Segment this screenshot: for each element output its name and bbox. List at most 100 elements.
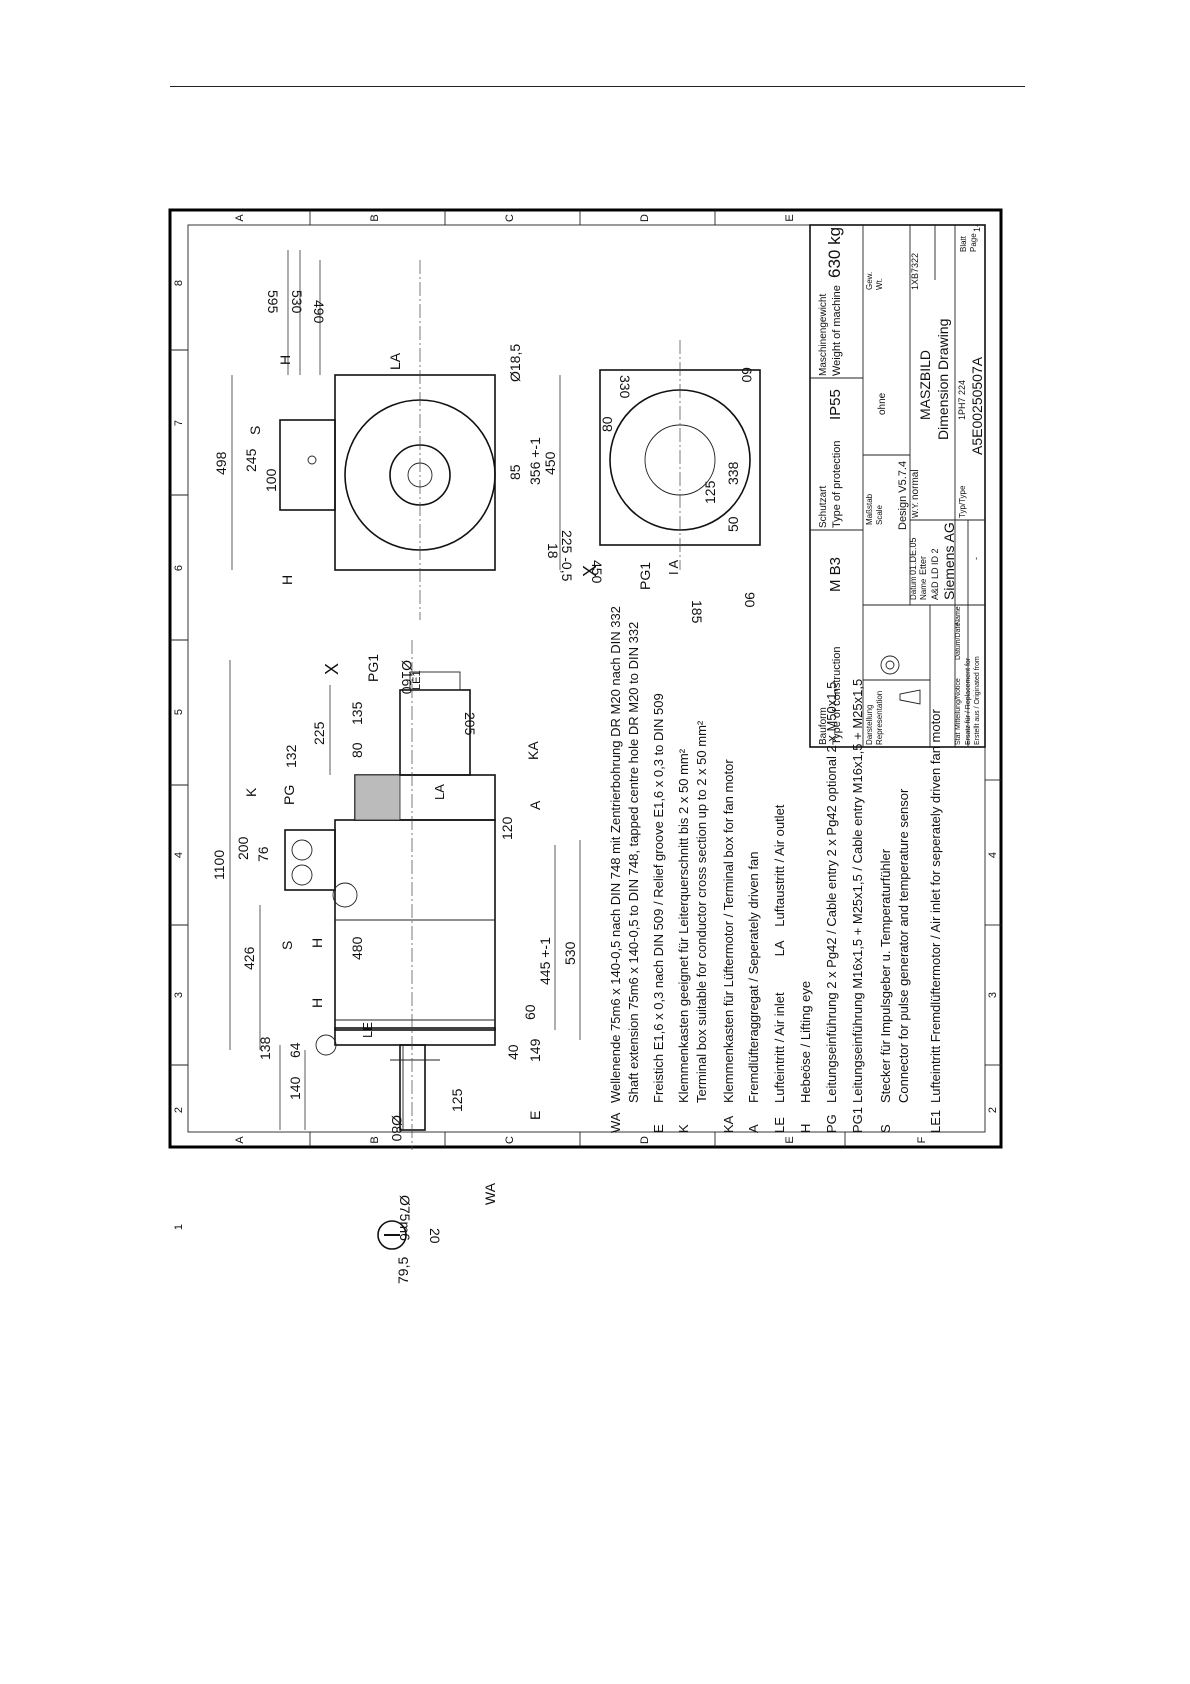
dim-60: 60 (522, 1004, 538, 1020)
dim-20: 20 (427, 1228, 443, 1244)
zone-right-3: 3 (987, 992, 999, 998)
label-wa: WA (482, 1182, 498, 1205)
lifting-eye-2 (332, 882, 358, 908)
header-rule (170, 86, 1025, 87)
tb-schutz-de: Schutzart (818, 486, 829, 528)
dim-595: 595 (265, 290, 281, 314)
dim-338: 338 (725, 461, 741, 485)
dim-445: 445 +-1 (537, 937, 553, 985)
label-ia: I A (666, 559, 681, 575)
dim-450b: 450 (589, 560, 605, 584)
dim-225-front: 225 -0,5 (559, 530, 575, 582)
legend-key-wa: WA (608, 1112, 623, 1133)
tb-rev-name: Name (955, 606, 962, 625)
front-view: 498 245 100 595 530 490 Ø18,5 85 356 +-1… (213, 250, 605, 620)
tb-schutz-val: IP55 (827, 389, 844, 420)
dim-76: 76 (255, 846, 271, 862)
sheet-inner-frame (187, 224, 986, 1133)
dim-149: 149 (527, 1038, 543, 1062)
dim-132: 132 (283, 744, 299, 768)
zone-left-8: 8 (173, 280, 185, 286)
shaft (399, 1044, 426, 1131)
legend-text-s-2: Connector for pulse generator and temper… (896, 788, 911, 1103)
tb-code: 1XB7322 (910, 253, 920, 290)
legend-text-e: Freistich E1,6 x 0,3 nach DIN 509 / Reli… (651, 693, 666, 1103)
label-pg1: PG1 (365, 654, 381, 682)
dim-phi75: Ø75m6 (397, 1195, 413, 1241)
dim-498: 498 (213, 451, 229, 475)
zone-ticks (170, 210, 1001, 1147)
dim-140: 140 (287, 1076, 303, 1100)
dim-205: 205 (462, 712, 478, 736)
zone-bottom-f: F (916, 1136, 928, 1143)
tb-darst-en: Representation (875, 691, 884, 745)
fan-motor (399, 689, 471, 776)
label-h1: H (309, 938, 325, 948)
tb-name-val: Etter (918, 556, 928, 575)
label-pg1-x: PG1 (637, 562, 653, 590)
dim-225: 225 (311, 721, 327, 745)
dim-330: 330 (617, 375, 633, 399)
zone-bottom-c: C (504, 1136, 516, 1144)
tb-page: Page (969, 233, 978, 252)
tb-type-label: Typ/Type (958, 485, 967, 518)
title-block: Bauform Type of construction M B3 Schutz… (809, 224, 986, 748)
front-label-h2: H (279, 575, 295, 585)
tb-mass-en: Scale (875, 504, 884, 525)
tb-mass-de: Maßstab (865, 493, 874, 525)
tb-rev-date: Datum/Date (955, 623, 962, 660)
legend-text-le: Lufteintritt / Air inlet LA Luftaustritt… (772, 804, 787, 1103)
label-k: K (243, 787, 259, 797)
legend-key-pg1: PG1 (850, 1107, 865, 1133)
legend-text-h: Hebeöse / Lifting eye (798, 981, 813, 1103)
dim-100: 100 (263, 468, 279, 492)
dim-120: 120 (499, 816, 515, 840)
legend-key-s: S (878, 1124, 893, 1133)
dim-356: 356 +-1 (527, 437, 543, 485)
dim-40: 40 (505, 1044, 521, 1060)
label-h2: H (309, 998, 325, 1008)
dim-450: 450 (542, 451, 558, 475)
legend-text-ka: Klemmenkasten für Lüftermotor / Terminal… (721, 759, 736, 1103)
dim-60-x: 60 (739, 367, 755, 383)
legend-text-wa-1: Wellenende 75m6 x 140-0,5 nach DIN 748 m… (608, 606, 623, 1103)
tb-name-label: Name (919, 578, 928, 600)
dim-phi80: Ø80 (389, 1115, 405, 1142)
label-x-side: X (322, 663, 342, 675)
tb-schutz-en: Type of protection (831, 441, 843, 528)
tb-type-val: 1PH7 224 (957, 380, 967, 420)
legend-key-le1: LE1 (928, 1110, 943, 1133)
tb-gew-en: Wt. (875, 278, 884, 290)
tb-erstellt: Erstellt aus / Originated from (974, 656, 981, 745)
tb-title-de: MASZBILD (917, 350, 933, 420)
zone-left-5: 5 (173, 709, 185, 715)
front-label-s: S (247, 426, 263, 435)
label-le: LE (360, 1022, 375, 1038)
dim-530-front: 530 (289, 290, 305, 314)
legend-key-e: E (651, 1124, 666, 1133)
sheet-outer-frame (168, 208, 1003, 1149)
dim-18: 18 (545, 543, 561, 559)
front-housing (334, 374, 496, 571)
dim-79-5: 79,5 (395, 1257, 411, 1284)
dim-245: 245 (243, 448, 259, 472)
legend-text-wa-2: Shaft extension 75m6 x 140-0,5 to DIN 74… (626, 622, 641, 1103)
projection-symbol (880, 655, 900, 675)
dim-85: 85 (507, 464, 523, 480)
tb-bauform-en: Type of construction (831, 647, 843, 745)
dim-64: 64 (287, 1042, 303, 1058)
legend-key-k: K (676, 1124, 691, 1133)
zone-bottom-b: B (369, 1136, 381, 1143)
legend-text-s-1: Stecker für Impulsgeber u. Temperaturfüh… (878, 848, 893, 1103)
legend-key-pg: PG (824, 1114, 839, 1133)
dim-125: 125 (449, 1088, 465, 1112)
tb-dept: A&D LD ID 2 (930, 548, 940, 600)
zone-left-7: 7 (173, 420, 185, 426)
legend-text-k-1: Klemmenkasten geeignet für Leiterquersch… (676, 748, 691, 1103)
terminal-box-k (284, 829, 336, 891)
zone-bottom-d: D (639, 1136, 651, 1144)
legend-key-a: A (746, 1124, 761, 1133)
lifting-eye-1 (315, 1034, 337, 1056)
zone-right-2: 2 (987, 1107, 999, 1113)
legend-key-ka: KA (721, 1115, 736, 1133)
